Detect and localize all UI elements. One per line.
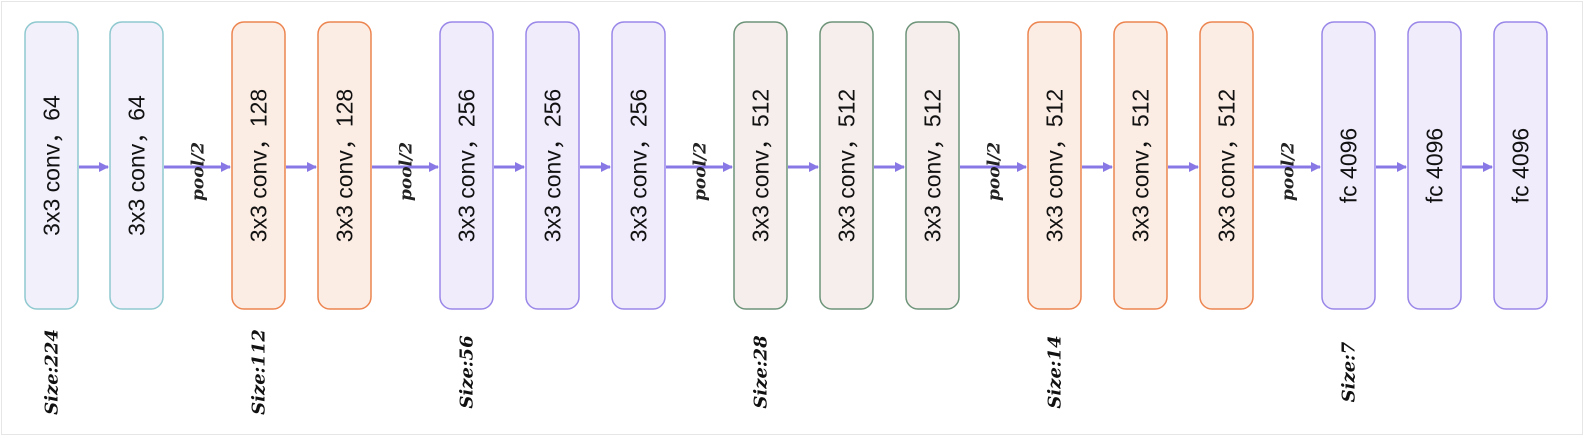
layer-block: 3x3 conv，128 bbox=[317, 21, 372, 310]
layer-label: 3x3 conv，512 bbox=[1214, 89, 1240, 242]
size-label: Size:112 bbox=[249, 329, 270, 415]
layer-box bbox=[905, 21, 960, 310]
size-label: Size:56 bbox=[457, 335, 478, 409]
layer-block: 3x3 conv，512 bbox=[1199, 21, 1254, 310]
layer-block: 3x3 conv，256 bbox=[611, 21, 666, 310]
layer-box bbox=[24, 21, 79, 310]
layer-label: 3x3 conv，256 bbox=[626, 89, 652, 242]
layer-box bbox=[1199, 21, 1254, 310]
layer-label: fc 4096 bbox=[1336, 128, 1362, 203]
layer-label: 3x3 conv，256 bbox=[454, 89, 480, 242]
layer-box bbox=[1113, 21, 1168, 310]
layer-label: 3x3 conv，256 bbox=[540, 89, 566, 242]
size-label: Size:224 bbox=[42, 329, 63, 415]
layer-box bbox=[1321, 21, 1376, 310]
pool-label: pool/2 bbox=[189, 142, 209, 201]
layer-block: 3x3 conv，512 bbox=[905, 21, 960, 310]
pool-label: pool/2 bbox=[1279, 142, 1299, 201]
size-label: Size:14 bbox=[1045, 335, 1066, 408]
layer-box bbox=[525, 21, 580, 310]
layer-block: 3x3 conv，512 bbox=[1027, 21, 1082, 310]
size-label: Size:7 bbox=[1339, 341, 1360, 402]
layer-box bbox=[317, 21, 372, 310]
pool-label: pool/2 bbox=[691, 142, 711, 201]
pool-label: pool/2 bbox=[397, 142, 417, 201]
layer-box bbox=[1493, 21, 1548, 310]
layer-label: 3x3 conv，128 bbox=[246, 89, 272, 242]
layer-block: 3x3 conv，128 bbox=[231, 21, 286, 310]
layer-box bbox=[109, 21, 164, 310]
layer-box bbox=[1407, 21, 1462, 310]
layer-block: 3x3 conv，256 bbox=[439, 21, 494, 310]
layer-label: 3x3 conv，512 bbox=[1128, 89, 1154, 242]
layer-label: 3x3 conv，128 bbox=[332, 89, 358, 242]
layer-label: 3x3 conv，512 bbox=[920, 89, 946, 242]
layer-box bbox=[819, 21, 874, 310]
layer-box bbox=[611, 21, 666, 310]
layer-box bbox=[733, 21, 788, 310]
layer-box bbox=[1027, 21, 1082, 310]
layer-block: fc 4096 bbox=[1407, 21, 1462, 310]
layer-label: 3x3 conv，64 bbox=[124, 95, 150, 236]
layer-label: 3x3 conv，512 bbox=[1042, 89, 1068, 242]
layer-block: 3x3 conv，512 bbox=[819, 21, 874, 310]
layer-label: fc 4096 bbox=[1508, 128, 1534, 203]
layer-label: 3x3 conv，512 bbox=[834, 89, 860, 242]
layer-block: 3x3 conv，64 bbox=[109, 21, 164, 310]
layer-label: 3x3 conv，64 bbox=[39, 95, 65, 236]
layer-box bbox=[231, 21, 286, 310]
layer-block: fc 4096 bbox=[1321, 21, 1376, 310]
layer-label: fc 4096 bbox=[1422, 128, 1448, 203]
layer-label: 3x3 conv，512 bbox=[748, 89, 774, 242]
layer-block: 3x3 conv，256 bbox=[525, 21, 580, 310]
layer-block: fc 4096 bbox=[1493, 21, 1548, 310]
layer-block: 3x3 conv，64 bbox=[24, 21, 79, 310]
layer-block: 3x3 conv，512 bbox=[733, 21, 788, 310]
layer-box bbox=[439, 21, 494, 310]
size-label: Size:28 bbox=[751, 335, 772, 409]
layer-block: 3x3 conv，512 bbox=[1113, 21, 1168, 310]
pool-label: pool/2 bbox=[985, 142, 1005, 201]
